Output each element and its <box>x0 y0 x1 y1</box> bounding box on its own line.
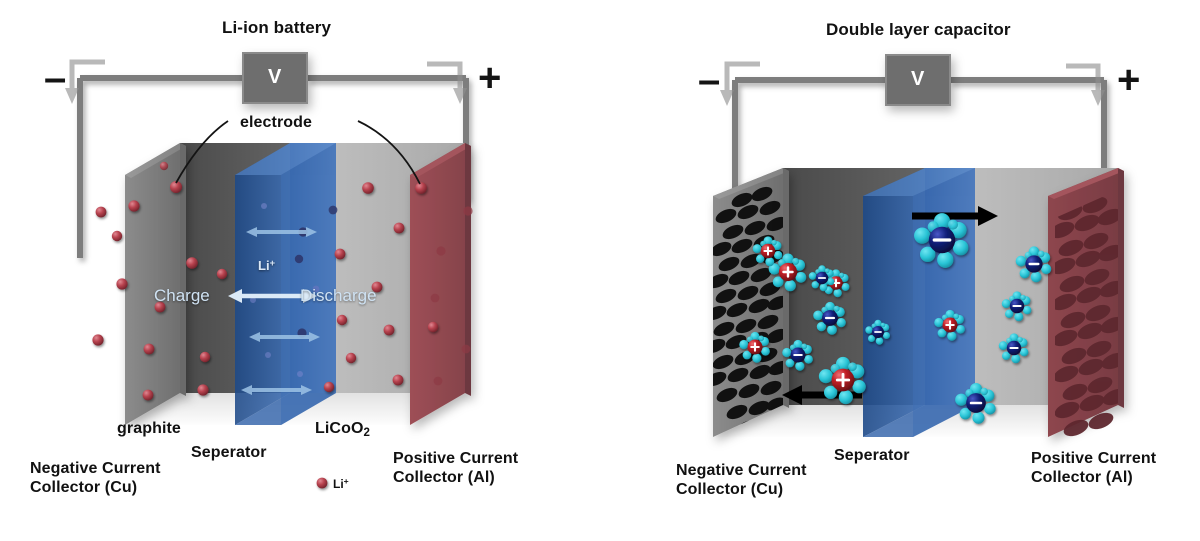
voltmeter-label-li-ion: V <box>268 66 282 88</box>
separator-front-top <box>235 143 336 175</box>
li-ion-arrow-label: Li+ <box>258 258 275 273</box>
solvated-anion <box>998 333 1029 364</box>
solvated-anion <box>808 265 835 292</box>
li-ion-arrow-label-sup: + <box>269 258 276 268</box>
solvated-cation <box>752 236 783 267</box>
solvated-cation <box>768 253 807 292</box>
separator-front-face <box>235 143 290 425</box>
charge-discharge-arrow <box>228 289 317 303</box>
solvated-anion <box>914 213 969 268</box>
negative-collector-label-dlc-line2: Collector (Cu) <box>676 480 784 498</box>
electrode-callout-leaders <box>175 120 421 185</box>
licoo2-label-sub: 2 <box>363 427 371 440</box>
solvated-ion-cluster <box>739 213 1052 424</box>
terminal-positive-li-ion: + <box>478 56 502 100</box>
positive-collector-label-line2: Collector (Al) <box>393 468 495 486</box>
graphite-label: graphite <box>117 420 181 437</box>
positive-current-collector-plate <box>410 143 471 425</box>
negative-collector-label-li-ion: Negative Current Collector (Cu) <box>30 460 161 498</box>
terminal-positive-dlc: + <box>1117 58 1141 102</box>
voltmeter <box>242 52 308 104</box>
legend-li-ion-sphere <box>316 477 328 489</box>
solvated-anion <box>813 301 846 335</box>
li-ion-diffusion-arrows <box>241 227 320 395</box>
positive-collector-label-dlc-line2: Collector (Al) <box>1031 468 1133 486</box>
separator-front-top-dlc <box>863 168 975 196</box>
solvated-anion <box>1001 291 1032 322</box>
positive-collector-label-dlc-line1: Positive Current <box>1031 450 1157 467</box>
separator-front-face-dlc <box>863 168 925 437</box>
separator-front-outer <box>281 143 336 425</box>
legend-label-sup: + <box>343 476 349 486</box>
positive-collector-label-line1: Positive Current <box>393 450 519 467</box>
negative-current-collector-plate <box>125 143 186 425</box>
legend-label: Li+ <box>333 476 349 491</box>
solvated-anion <box>1015 246 1052 283</box>
double-layer-capacitor-panel <box>713 54 1124 437</box>
negative-collector-label-line1: Negative Current <box>30 460 161 477</box>
legend-label-base: Li <box>333 476 344 491</box>
solvated-cation <box>739 331 770 363</box>
solvated-cation <box>818 356 866 405</box>
panel-title-li-ion: Li-ion battery <box>222 18 332 37</box>
capacitor-cell-body <box>713 168 1124 437</box>
current-direction-arrow-positive <box>427 61 467 104</box>
terminal-negative-dlc: – <box>698 58 721 102</box>
solvated-anion <box>865 319 890 345</box>
discharge-label: Discharge <box>300 286 377 305</box>
terminal-negative-li-ion: – <box>44 56 67 100</box>
current-direction-arrow-negative-dlc <box>720 61 760 106</box>
negative-collector-label-line2: Collector (Cu) <box>30 478 138 496</box>
separator-label-li-ion: Seperator <box>191 444 267 461</box>
positive-collector-label-dlc: Positive Current Collector (Al) <box>1031 450 1156 488</box>
negative-collector-label-dlc-line1: Negative Current <box>676 462 807 479</box>
current-direction-arrow-positive-dlc <box>1066 63 1105 106</box>
licoo2-label: LiCoO2 <box>315 420 370 441</box>
current-direction-arrow-negative <box>65 59 105 104</box>
positive-collector-label-li-ion: Positive Current Collector (Al) <box>393 450 518 488</box>
solvated-anion <box>782 339 813 371</box>
voltmeter-dlc <box>885 54 951 106</box>
separator-label-dlc: Seperator <box>834 447 910 464</box>
panel-title-dlc: Double layer capacitor <box>826 20 1011 39</box>
negative-collector-label-dlc: Negative Current Collector (Cu) <box>676 462 807 500</box>
li-ion-battery-panel <box>65 52 473 489</box>
electrode-callout-label: electrode <box>240 114 313 131</box>
li-ion-particles <box>92 161 473 401</box>
solvated-cation <box>934 309 965 341</box>
licoo2-label-base: LiCoO <box>315 420 364 437</box>
voltmeter-label-dlc: V <box>911 68 925 90</box>
li-ion-arrow-label-base: Li <box>258 258 270 274</box>
solvated-anion <box>955 382 996 424</box>
charge-label: Charge <box>154 286 210 305</box>
